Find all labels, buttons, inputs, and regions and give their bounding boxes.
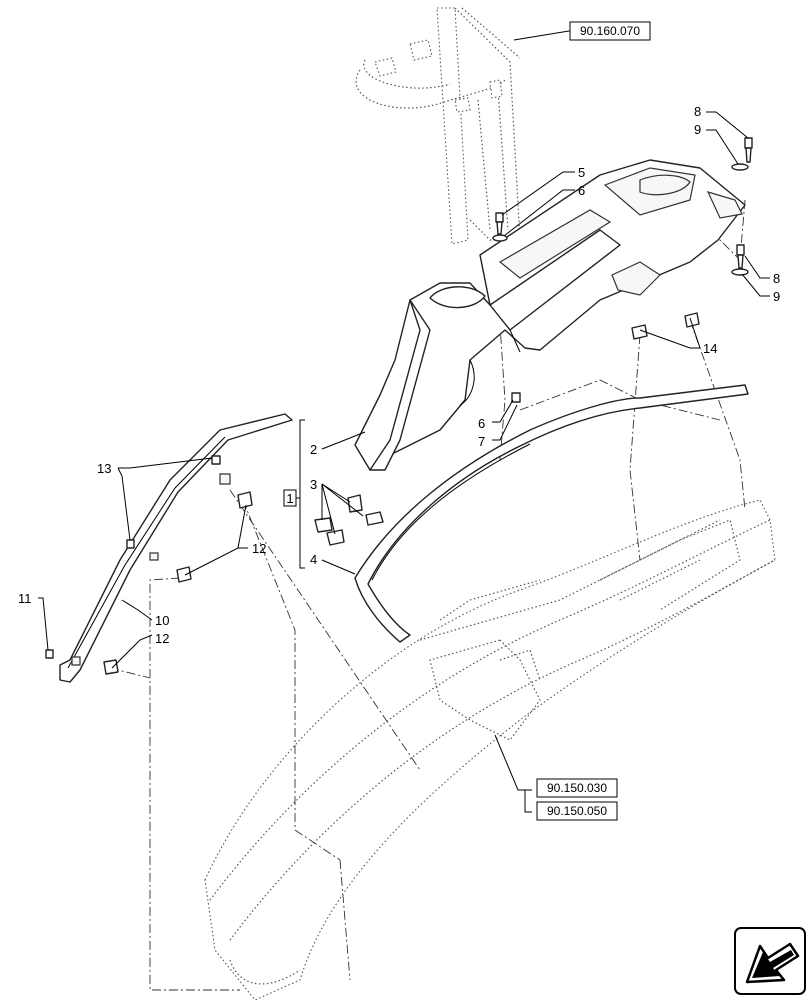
retaining-clips <box>314 494 384 546</box>
callout-1: 1 <box>286 491 293 506</box>
callout-7: 7 <box>478 434 485 449</box>
callout-numbers: 1 2 3 4 5 6 6 7 8 9 8 9 10 11 12 12 13 1… <box>18 104 780 646</box>
callout-10: 10 <box>155 613 169 628</box>
navigation-arrow-icon[interactable] <box>734 927 806 995</box>
callout-4: 4 <box>310 552 317 567</box>
console-trim <box>354 159 746 471</box>
construction-lines <box>109 199 746 991</box>
callout-2: 2 <box>310 442 317 457</box>
callout-14: 14 <box>703 341 717 356</box>
ref-box-bottom-1[interactable]: 90.150.030 <box>536 778 618 798</box>
callout-9a: 9 <box>694 122 701 137</box>
cab-pillar-outline <box>355 7 521 245</box>
callout-box-1 <box>283 489 297 507</box>
svg-text:90.150.030: 90.150.030 <box>547 781 607 795</box>
callout-leaders <box>38 29 770 813</box>
fasteners <box>45 137 753 675</box>
callout-11: 11 <box>18 591 32 606</box>
callout-3: 3 <box>310 477 317 492</box>
callout-6b: 6 <box>478 416 485 431</box>
fender-assembly-outline <box>204 499 776 1000</box>
edge-trim-strip <box>354 384 749 643</box>
svg-text:90.150.050: 90.150.050 <box>547 804 607 818</box>
callout-8b: 8 <box>773 271 780 286</box>
ref-box-top[interactable]: 90.160.070 <box>569 21 651 41</box>
callout-12b: 12 <box>155 631 169 646</box>
callout-8a: 8 <box>694 104 701 119</box>
callout-9b: 9 <box>773 289 780 304</box>
callout-6a: 6 <box>578 183 585 198</box>
ref-box-bottom-2[interactable]: 90.150.050 <box>536 801 618 821</box>
callout-13: 13 <box>97 461 111 476</box>
callout-12a: 12 <box>252 541 266 556</box>
callout-5: 5 <box>578 165 585 180</box>
svg-text:90.160.070: 90.160.070 <box>580 24 640 38</box>
